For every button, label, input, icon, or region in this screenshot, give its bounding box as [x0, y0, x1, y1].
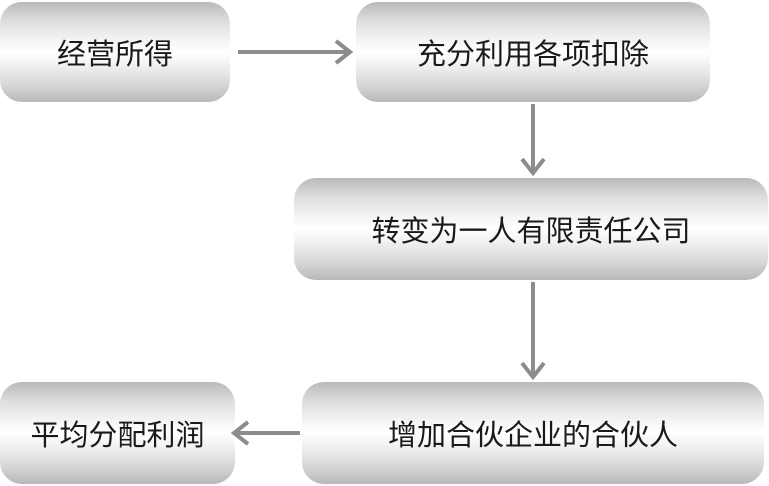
node-label: 经营所得 [56, 37, 173, 71]
arrow-n2-to-n3 [520, 104, 546, 177]
node-label: 充分利用各项扣除 [416, 37, 649, 71]
node-label: 平均分配利润 [30, 418, 205, 452]
node-convert-to-llc: 转变为一人有限责任公司 [294, 178, 768, 280]
node-use-deductions: 充分利用各项扣除 [356, 2, 710, 102]
arrow-n1-to-n2 [238, 39, 354, 65]
node-label: 增加合伙企业的合伙人 [387, 418, 678, 452]
node-label: 转变为一人有限责任公司 [371, 214, 691, 248]
arrow-n3-to-n5 [520, 282, 546, 381]
node-add-partners: 增加合伙企业的合伙人 [302, 382, 764, 484]
node-distribute-profit: 平均分配利润 [0, 382, 235, 484]
node-business-income: 经营所得 [0, 2, 230, 102]
arrow-n5-to-n4 [230, 420, 300, 446]
